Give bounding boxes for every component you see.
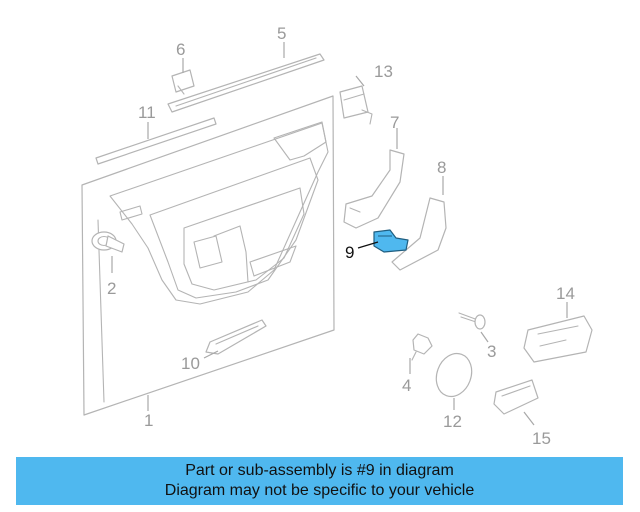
callout-15: 15: [532, 429, 551, 448]
part-11-belt-molding: [95, 117, 217, 165]
part-14-handle-housing: [523, 315, 593, 363]
banner-line-disclaimer: Diagram may not be specific to your vehi…: [164, 482, 475, 499]
callout-9: 9: [345, 243, 354, 262]
callout-5: 5: [277, 24, 286, 43]
part-5-sweep-strip: [167, 53, 325, 113]
callout-10: 10: [181, 354, 200, 373]
callout-8: 8: [437, 158, 446, 177]
callout-2: 2: [107, 279, 116, 298]
part-4-clip: [411, 333, 433, 361]
part-1-door-panel: [81, 95, 335, 416]
part-info-banner: Part or sub-assembly is #9 in diagram Di…: [16, 457, 623, 505]
callout-7: 7: [390, 113, 399, 132]
part-12-round-cover: [435, 352, 473, 398]
part-13-switch-assembly: [339, 85, 373, 125]
parts-diagram: 1 2 3 4 5 6 7 8 9 10 11 12 13 14 15: [81, 24, 593, 448]
callout-4: 4: [402, 376, 411, 395]
part-2-fastener: [91, 231, 125, 253]
part-8-armrest-trim: [391, 197, 447, 271]
part-9-highlighted: [373, 229, 409, 253]
callout-1: 1: [144, 411, 153, 430]
callout-13: 13: [374, 62, 393, 81]
callout-3: 3: [487, 342, 496, 361]
callout-11: 11: [138, 103, 156, 122]
banner-line-part-number: Part or sub-assembly is #9 in diagram: [185, 462, 454, 479]
part-15-bezel: [493, 379, 539, 415]
part-10-insert: [205, 319, 267, 355]
part-6-switch: [171, 69, 195, 95]
part-3-screw: [458, 312, 486, 330]
callout-12: 12: [443, 412, 462, 431]
callout-6: 6: [176, 40, 185, 59]
part-7-handle-bracket: [343, 149, 405, 229]
callout-14: 14: [556, 284, 575, 303]
